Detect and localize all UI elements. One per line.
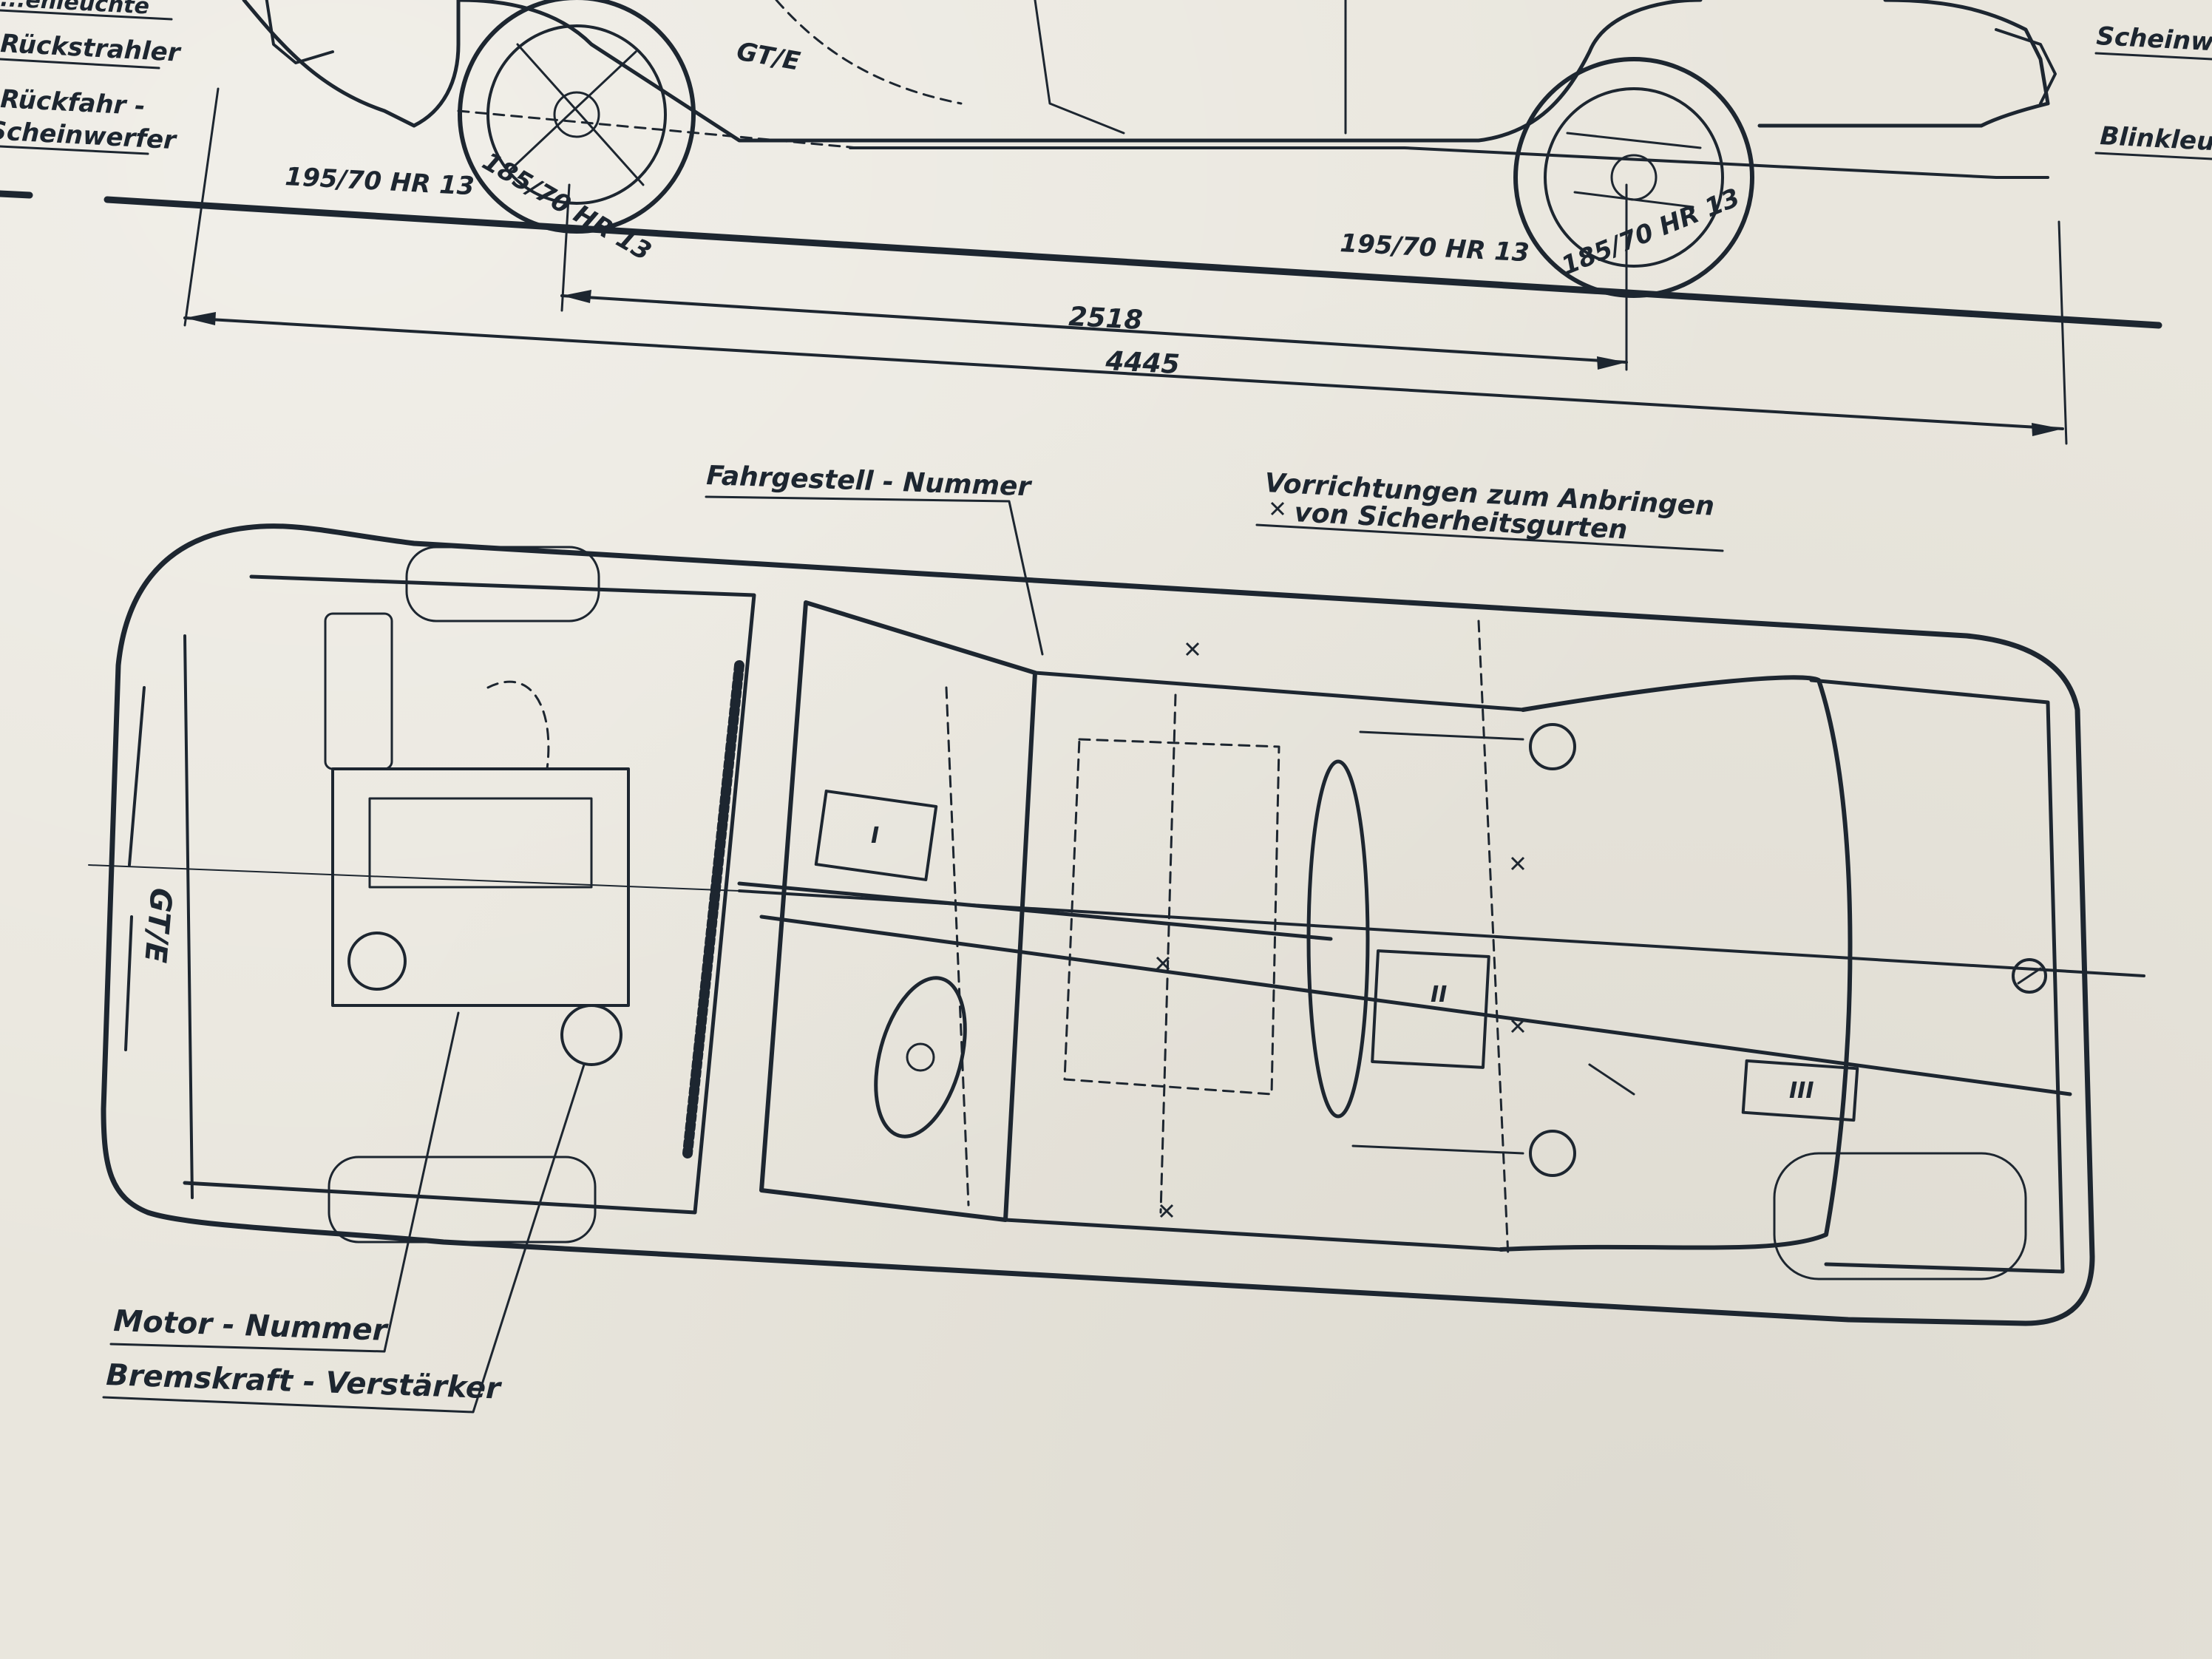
brake-booster-leader: [102, 1063, 586, 1414]
brake-booster: [560, 1004, 622, 1066]
wheelbase-arrow-left: [562, 290, 591, 303]
propshaft: [737, 881, 1333, 941]
front-strut-left: [1529, 723, 1576, 770]
indicator-underline: [2094, 152, 2212, 160]
rear-ground-tyre-size: 195/70 HR 13: [285, 162, 475, 201]
length-arrow-right: [2032, 423, 2063, 436]
control-arms: [1351, 730, 1524, 1155]
side-view: ...enleuchte Rückstrahler Rückfahr - Sch…: [0, 0, 2212, 445]
top-view: I II III GT/E Fahrgestell - Nummer Vorri…: [88, 461, 2145, 1414]
center-axis-rear: [88, 864, 740, 892]
side-badge: GT/E: [734, 36, 802, 76]
roof-line-left: [1033, 671, 1525, 712]
brand-emblem-mark: [2017, 967, 2042, 985]
rear-wheel-left-top: [405, 546, 600, 622]
wheelbase-arrow-right: [1597, 356, 1626, 370]
front-strut-right: [1529, 1130, 1576, 1177]
rear-extent-line: [183, 87, 220, 327]
top-badge: GT/E: [138, 886, 178, 964]
component-label-3: III: [1789, 1078, 1814, 1104]
rear-axle-extent-line: [560, 183, 571, 312]
front-panel: [1809, 678, 2065, 1274]
overall-length-dimension: 4445: [1105, 346, 1181, 380]
roof-line-right: [1003, 1218, 1503, 1252]
seat-hidden-outline: [1063, 738, 1280, 1096]
engine-number-label: Motor - Nummer: [113, 1304, 390, 1348]
front-headlight-outline: [1995, 28, 2057, 105]
wheelbase-dimension: 2518: [1068, 302, 1144, 336]
spare-wheel: [1773, 1152, 2027, 1280]
reflector-label: Rückstrahler: [0, 29, 183, 68]
engine-pulley: [347, 932, 407, 991]
rear-axle-housing: [1306, 759, 1370, 1119]
front-extent-line: [2057, 220, 2068, 445]
reverse-light-label-2: Scheinwerfer: [0, 116, 178, 155]
wheelbase-dimension-line: [560, 294, 1628, 364]
rear-wheel-right-top: [328, 1156, 597, 1244]
front-crossmember-hidden: [1477, 620, 1510, 1258]
brand-emblem-icon: [2012, 958, 2047, 994]
interior-hidden-line: [775, 0, 963, 105]
chassis-number-label: Fahrgestell - Nummer: [706, 461, 1033, 502]
frame-rail: [849, 146, 2049, 179]
steering-joint: [1588, 1063, 1635, 1096]
ground-line: [104, 196, 2162, 329]
front-body-outline: [1757, 0, 2050, 128]
vent-grille: [682, 660, 744, 1158]
hood-panel: [1499, 675, 1853, 1252]
body-sill-line: [456, 0, 1703, 143]
front-wheel: [1513, 57, 1754, 298]
length-arrow-left: [185, 312, 216, 325]
engine-number-leader: [109, 1011, 460, 1353]
air-intake-hidden: [486, 680, 550, 770]
headlight-underline: [2094, 52, 2212, 61]
exhaust-pipe: [759, 915, 2072, 1096]
reverse-light-label-1: Rückfahr -: [0, 84, 146, 121]
chassis-number-leader: [705, 495, 1044, 656]
rear-body-outline: [242, 0, 461, 128]
seat-outline: [1034, 0, 1125, 135]
battery: [324, 612, 393, 770]
rear-panel-line: [183, 634, 194, 1199]
reflector-underline: [0, 58, 160, 69]
ground-line-left-stub: [0, 190, 33, 199]
rear-lights: [124, 686, 146, 1051]
seat-contours: [945, 686, 1177, 1214]
seatbelt-label-underline: [1255, 523, 1724, 552]
reverse-light-underline: [0, 145, 149, 155]
component-box-2: [1371, 949, 1490, 1069]
length-dimension-line: [183, 316, 2064, 430]
front-ground-tyre-size: 195/70 HR 13: [1340, 228, 1530, 268]
component-label-1: I: [871, 823, 879, 849]
steering-wheel[interactable]: [860, 968, 980, 1147]
seatbelt-anchor-markers: [1156, 501, 1525, 1218]
body-outline: [101, 523, 2095, 1326]
front-wheel-tyre-size: 185/70 HR 13: [1557, 183, 1744, 281]
rear-window: [759, 600, 1037, 1222]
exhaust-line: [457, 109, 859, 149]
component-label-2: II: [1431, 982, 1447, 1008]
rear-wheel: [458, 0, 696, 234]
steering-hub: [906, 1042, 935, 1072]
rear-compartment: [183, 574, 756, 1215]
engine-head: [368, 797, 593, 889]
component-box-1: [814, 790, 938, 881]
rear-bumper: [265, 0, 334, 64]
rear-light-underline: [0, 9, 173, 21]
component-box-3: [1741, 1059, 1859, 1122]
